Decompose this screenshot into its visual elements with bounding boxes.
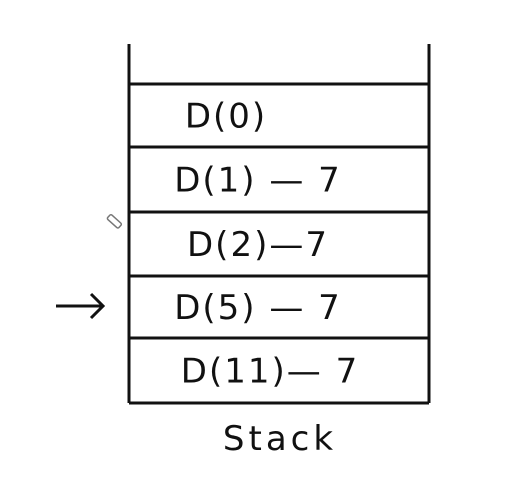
stack-frame-label: D(1) — 7 xyxy=(174,161,342,201)
stack-frame-label: D(5) — 7 xyxy=(174,288,342,328)
stack-frame-label: D(2)—7 xyxy=(187,225,329,265)
stack-box xyxy=(127,44,431,405)
stack-caption: Stack xyxy=(223,419,337,459)
pen-cursor-body xyxy=(106,213,123,229)
stack-frame-label: D(11)— 7 xyxy=(181,352,359,392)
stack-frames: D(0) D(1) — 7 D(2)—7D(5) — 7 D(11)— 7 xyxy=(129,82,429,392)
pointer-arrow xyxy=(56,292,106,320)
stack-frame-label: D(0) xyxy=(185,97,267,137)
pointer-arrow-head xyxy=(89,292,106,320)
pen-cursor-icon xyxy=(106,213,123,229)
